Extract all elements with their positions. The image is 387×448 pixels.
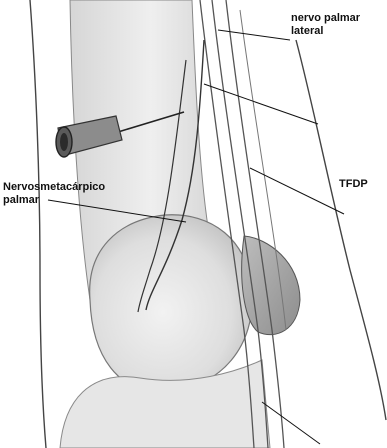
label-nervo-palmar-line1: nervo palmar (291, 12, 360, 25)
leader-palmar-lateral-2 (218, 30, 290, 40)
limb-outline-right (296, 40, 386, 420)
label-nervo-metacarpico-palmar: Nervosmetacárpico palmar (3, 181, 105, 207)
leader-lower (262, 402, 320, 444)
label-tfdp: TFDP (339, 178, 368, 191)
metacarpal-condyle (90, 215, 253, 392)
limb-outline-left (30, 0, 46, 448)
label-metacarpico-line2: palmar (3, 194, 105, 207)
label-metacarpico-line1: Nervosmetacárpico (3, 181, 105, 194)
label-nervo-palmar-lateral: nervo palmar lateral (291, 12, 360, 38)
leader-tfdp (250, 168, 344, 214)
label-nervo-palmar-line2: lateral (291, 25, 360, 38)
leader-palmar-lateral-1 (204, 84, 318, 124)
